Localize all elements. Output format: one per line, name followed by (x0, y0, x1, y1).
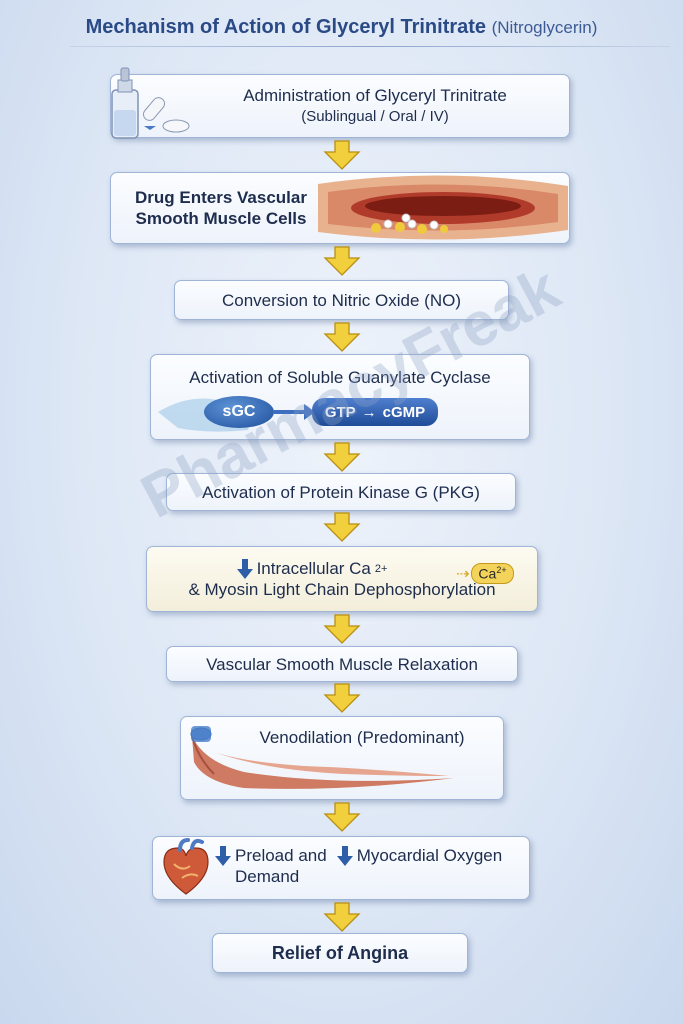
decrease-arrow-icon (236, 558, 253, 579)
step-nitric-oxide: Conversion to Nitric Oxide (NO) (174, 280, 509, 320)
flow-arrow (323, 246, 361, 276)
calcium-badge-label: Ca (478, 565, 497, 582)
step-smooth-muscle-relaxation: Vascular Smooth Muscle Relaxation (166, 646, 518, 682)
page-title: Mechanism of Action of Glyceryl Trinitra… (0, 16, 683, 39)
flow-arrow (323, 802, 361, 832)
step-relief-of-angina-label: Relief of Angina (271, 942, 409, 963)
step-venodilation-label: Venodilation (Predominant) (259, 728, 465, 747)
step-administration-title: Administration of Glyceryl Trinitrate (243, 86, 507, 105)
sgc-enzyme-badge: sGC (204, 396, 274, 428)
demand-label: Demand (235, 867, 300, 886)
decrease-arrow-icon (336, 845, 353, 866)
step-smooth-muscle-relaxation-label: Vascular Smooth Muscle Relaxation (206, 654, 478, 674)
step-preload-demand: Preload and Myocardial Oxygen Demand (152, 836, 530, 900)
step-drug-enters-line1: Drug Enters Vascular (135, 188, 307, 207)
step-nitric-oxide-label: Conversion to Nitric Oxide (NO) (221, 290, 461, 310)
heart-icon (163, 838, 209, 895)
calcium-efflux-badge: ⇢ Ca2+ (456, 563, 514, 584)
calcium-charge: 2+ (374, 562, 388, 575)
gtp-label: GTP (324, 403, 356, 421)
sgc-to-gtp-arrow (274, 404, 315, 420)
title-sub: (Nitroglycerin) (491, 18, 598, 37)
title-main: Mechanism of Action of Glyceryl Trinitra… (85, 16, 487, 38)
myocardial-oxygen-label: Myocardial Oxygen (356, 846, 503, 865)
drug-vial-icon (111, 67, 190, 139)
flow-arrow (323, 902, 361, 932)
sgc-label: sGC (222, 403, 256, 420)
step-drug-enters-line2: Smooth Muscle Cells (135, 209, 307, 228)
preload-label: Preload and (235, 846, 327, 865)
step-protein-kinase-g-label: Activation of Protein Kinase G (PKG) (202, 482, 480, 502)
flow-arrow (323, 442, 361, 472)
step-relief-of-angina: Relief of Angina (212, 933, 468, 973)
step-administration-route: (Sublingual / Oral / IV) (301, 108, 449, 125)
calcium-badge-charge: 2+ (496, 565, 507, 575)
flow-arrow (323, 140, 361, 170)
flow-arrow (323, 614, 361, 644)
efflux-arrow-icon: ⇢ (456, 563, 470, 583)
cgmp-label: cGMP (382, 403, 426, 421)
gtp-cgmp-badge: GTP → cGMP (312, 398, 438, 426)
dilated-vein-illustration (190, 726, 454, 789)
calcium-label: Intracellular Ca (256, 559, 371, 578)
step-protein-kinase-g: Activation of Protein Kinase G (PKG) (166, 473, 516, 511)
flow-arrow (323, 683, 361, 713)
flow-arrow (323, 512, 361, 542)
myosin-dephosphorylation-label: & Myosin Light Chain Dephosphorylation (188, 580, 496, 599)
blood-vessel-illustration (318, 175, 568, 240)
step-guanylate-cyclase-label: Activation of Soluble Guanylate Cyclase (189, 368, 491, 387)
flow-arrow (323, 322, 361, 352)
title-divider (70, 46, 670, 47)
decrease-arrow-icon (215, 845, 231, 866)
conversion-arrow-icon: → (361, 403, 377, 421)
